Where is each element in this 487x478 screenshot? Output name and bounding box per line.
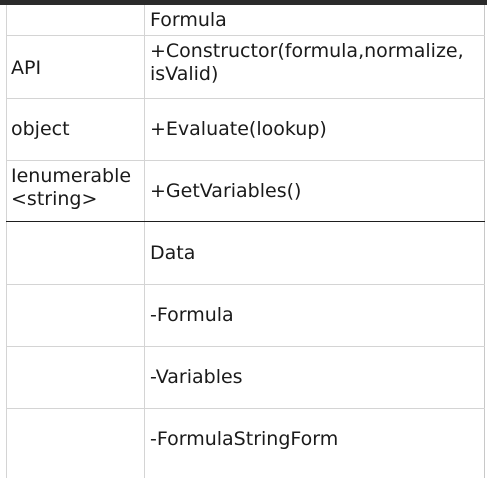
cell-ienumerable-type[interactable]: Ienumerable <string> <box>11 165 132 210</box>
row-border <box>6 408 485 409</box>
cell-field-formulastringform[interactable]: -FormulaStringForm <box>150 428 339 450</box>
gridline-left <box>6 5 7 478</box>
gridline-right <box>484 5 485 478</box>
cell-empty[interactable] <box>7 347 144 408</box>
window-top-border <box>0 0 487 5</box>
cell-empty[interactable] <box>7 5 144 35</box>
row-border <box>6 98 485 99</box>
table-section-divider <box>6 221 485 222</box>
cell-class-name[interactable]: Formula <box>150 9 227 31</box>
cell-data-section[interactable]: Data <box>150 242 196 264</box>
cell-field-formula[interactable]: -Formula <box>150 304 234 326</box>
gridline-column-divider <box>144 5 145 478</box>
cell-empty[interactable] <box>7 222 144 284</box>
cell-empty[interactable] <box>7 409 144 478</box>
cell-getvariables-method[interactable]: +GetVariables() <box>150 180 302 202</box>
cell-evaluate-method[interactable]: +Evaluate(lookup) <box>150 118 327 140</box>
row-border <box>6 35 485 36</box>
row-border <box>6 160 485 161</box>
row-border <box>6 284 485 285</box>
cell-field-variables[interactable]: -Variables <box>150 366 243 388</box>
cell-api-label[interactable]: API <box>11 57 42 79</box>
cell-empty[interactable] <box>7 285 144 346</box>
row-border <box>6 346 485 347</box>
spreadsheet-grid: Formula API +Constructor(formula,normali… <box>0 5 487 478</box>
cell-object-type[interactable]: object <box>11 118 70 140</box>
cell-constructor[interactable]: +Constructor(formula,normalize, isValid) <box>150 40 464 85</box>
